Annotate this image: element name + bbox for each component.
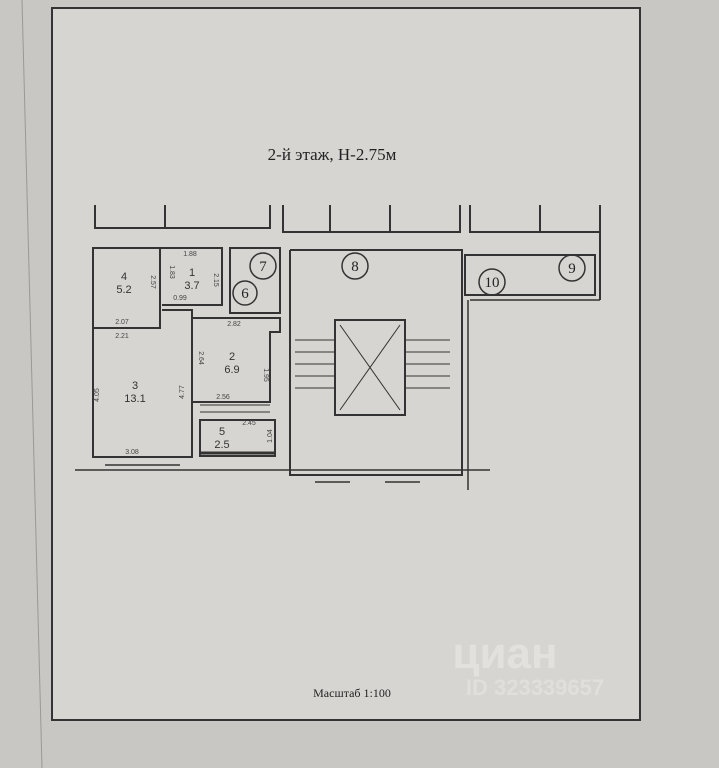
svg-text:3: 3: [132, 380, 138, 392]
marker-10: 10: [478, 268, 506, 296]
svg-text:1: 1: [189, 267, 195, 279]
svg-text:1.95: 1.95: [262, 368, 269, 382]
svg-text:ID 323339657: ID 323339657: [466, 675, 604, 700]
svg-text:9: 9: [568, 261, 576, 277]
dimension-labels: 1.88 1.83 2.15 0.99 2.57 2.07 2.21 4.05 …: [94, 251, 274, 456]
svg-text:5.2: 5.2: [116, 284, 131, 296]
svg-text:циан: циан: [452, 629, 557, 678]
svg-text:4.77: 4.77: [179, 385, 186, 399]
svg-text:1.83: 1.83: [168, 265, 175, 279]
svg-text:2.82: 2.82: [227, 321, 241, 328]
floor-plan: [75, 205, 601, 490]
paper-edge: [21, 0, 43, 768]
svg-text:2.5: 2.5: [214, 439, 229, 451]
svg-text:0.99: 0.99: [173, 295, 187, 302]
marker-9: 9: [558, 254, 586, 282]
svg-text:3.7: 3.7: [184, 280, 199, 292]
svg-text:13.1: 13.1: [124, 393, 145, 405]
svg-text:2: 2: [229, 351, 235, 363]
svg-text:2.57: 2.57: [149, 275, 156, 289]
svg-text:1.88: 1.88: [183, 251, 197, 258]
svg-text:5: 5: [219, 426, 225, 438]
svg-text:2.45: 2.45: [242, 420, 256, 427]
svg-text:2.21: 2.21: [115, 333, 129, 340]
svg-text:6.9: 6.9: [224, 364, 239, 376]
svg-text:2.15: 2.15: [212, 273, 219, 287]
svg-text:3.08: 3.08: [125, 449, 139, 456]
cian-watermark: циан ID 323339657: [452, 629, 604, 700]
svg-text:4.05: 4.05: [94, 388, 101, 402]
svg-text:2.56: 2.56: [216, 394, 230, 401]
svg-text:6: 6: [241, 286, 249, 302]
floor-title: 2-й этаж, Н-2.75м: [268, 145, 397, 164]
svg-text:8: 8: [351, 259, 359, 275]
room-2-label: 26.9: [224, 351, 239, 376]
room-1-label: 13.7: [184, 267, 199, 292]
svg-text:4: 4: [121, 271, 127, 283]
svg-text:7: 7: [259, 259, 267, 275]
svg-text:10: 10: [485, 275, 500, 291]
scale-label: Масштаб 1:100: [313, 686, 391, 700]
room-4-label: 45.2: [116, 271, 131, 296]
svg-text:1.04: 1.04: [267, 429, 274, 443]
room-5-label: 52.5: [214, 426, 229, 451]
svg-text:2.64: 2.64: [197, 351, 204, 365]
marker-8: 8: [341, 252, 369, 280]
marker-7: 7: [249, 252, 277, 280]
marker-6: 6: [232, 280, 258, 306]
paper-sheet: [51, 7, 641, 721]
svg-text:2.07: 2.07: [115, 319, 129, 326]
room-3-label: 313.1: [124, 380, 145, 405]
